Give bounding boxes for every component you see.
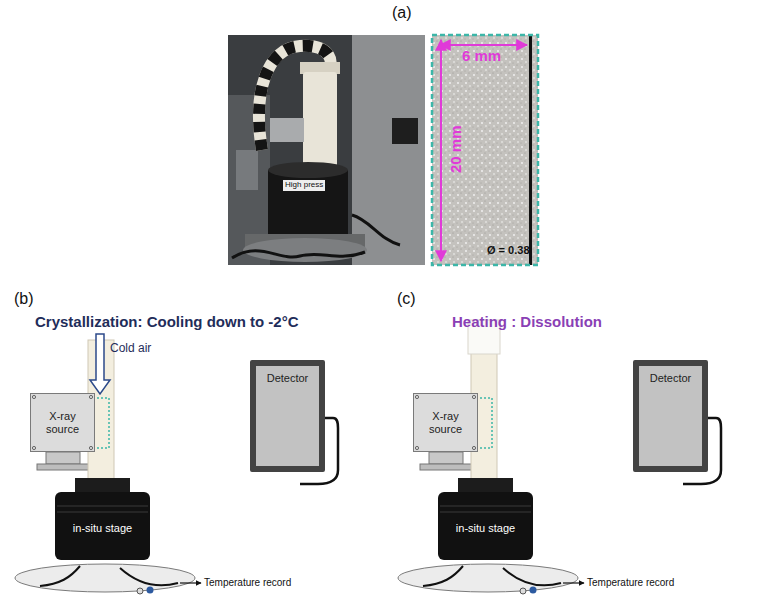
xray-source-box: X-ray source <box>413 393 478 452</box>
stage-collar <box>75 478 130 494</box>
photo-cable <box>232 251 365 258</box>
width-arrow <box>440 44 527 46</box>
source-stand <box>46 452 80 464</box>
node-label: in-situ stage <box>55 522 150 535</box>
dimension-label: 20 mm <box>448 119 465 179</box>
dimension-label: Ø = 0.38 <box>487 244 530 256</box>
stage-collar <box>458 478 513 494</box>
stage-ridge <box>440 506 531 507</box>
photo-background <box>228 35 425 265</box>
base-plate <box>15 564 195 592</box>
chamber-wall <box>352 35 425 265</box>
sample-tube <box>303 72 337 172</box>
node-label: Detector <box>639 372 702 385</box>
ice-texture <box>432 35 538 265</box>
panel-title: Crystallization: Cooling down to -2°C <box>35 314 299 331</box>
xray-source-box: X-ray source <box>30 393 95 452</box>
panel-letter: (c) <box>397 290 416 308</box>
stage-body <box>55 492 150 560</box>
base-plate <box>398 564 578 592</box>
stage-ridge <box>57 506 148 507</box>
tube-clamp <box>270 118 304 142</box>
record-arrow <box>563 582 584 583</box>
in-situ-stage: in-situ stage <box>438 478 533 560</box>
source-foot <box>37 464 89 470</box>
stage-cable <box>40 566 80 586</box>
height-arrow <box>440 40 442 261</box>
valve <box>520 588 526 594</box>
in-situ-stage: in-situ stage <box>55 478 150 560</box>
setup-cooling <box>15 334 338 594</box>
wall-box <box>392 118 418 144</box>
setup-heating <box>398 320 721 594</box>
node-label: X-ray source <box>35 410 90 435</box>
source-foot <box>420 464 472 470</box>
airflow-label: Cold air <box>110 342 151 355</box>
output-label: Temperature record <box>587 577 674 588</box>
device-sticker: High press <box>283 180 325 191</box>
photo-cable <box>352 215 400 245</box>
record-arrow <box>180 582 201 583</box>
lab-photo <box>228 35 425 265</box>
node-label: Detector <box>256 372 319 385</box>
panel-title: Heating : Dissolution <box>452 314 602 331</box>
node-label: in-situ stage <box>438 522 533 535</box>
valve <box>137 588 143 594</box>
sample-region <box>93 398 109 448</box>
panel-letter: (a) <box>392 4 412 22</box>
sample-inset <box>432 35 538 265</box>
inset-frame <box>432 35 538 265</box>
tube-wall <box>529 35 532 265</box>
stage-cable <box>423 566 463 586</box>
stage-outline <box>55 478 150 560</box>
stage-ridge <box>440 512 531 513</box>
dimension-label: 6 mm <box>462 48 501 65</box>
stage-body <box>438 492 533 560</box>
valve <box>147 587 154 594</box>
stage-outline <box>438 478 533 560</box>
stage-ridge <box>57 512 148 513</box>
stage-cable <box>120 568 178 585</box>
cold-air-arrow <box>90 334 110 394</box>
stage-cable <box>503 568 561 585</box>
valve <box>530 587 537 594</box>
source-stand <box>429 452 463 464</box>
sample-region <box>476 398 492 448</box>
node-label: X-ray source <box>418 410 473 435</box>
detector-panel: Detector <box>633 360 708 472</box>
high-pressure-stage <box>268 170 348 234</box>
output-label: Temperature record <box>204 577 291 588</box>
stage-top <box>268 162 348 178</box>
detector-panel: Detector <box>250 360 325 472</box>
beamline-part <box>236 150 258 190</box>
panel-letter: (b) <box>14 290 34 308</box>
